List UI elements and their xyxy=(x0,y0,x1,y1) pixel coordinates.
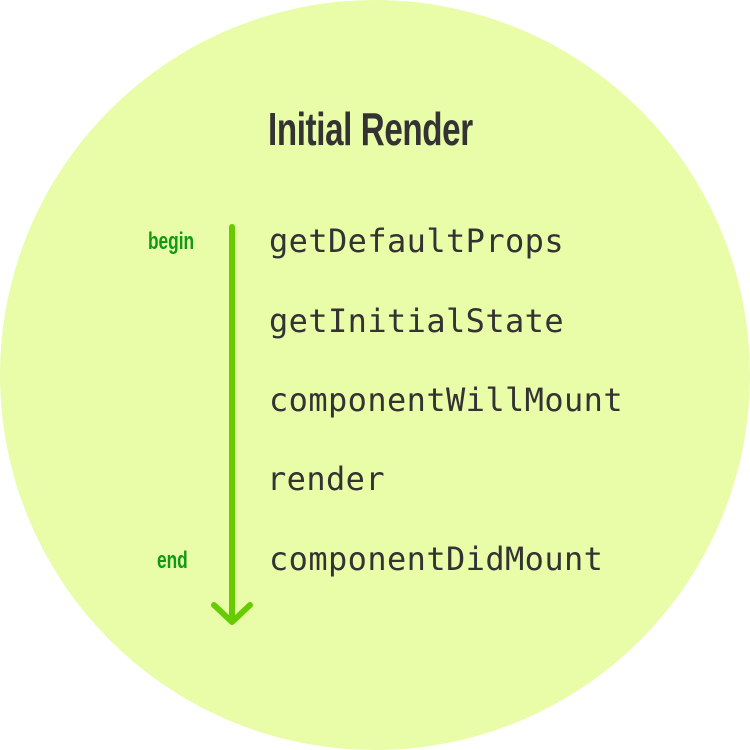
step-render: render xyxy=(267,460,385,498)
step-get-initial-state: getInitialState xyxy=(269,302,564,340)
arrow-head-icon xyxy=(211,602,253,625)
step-get-default-props: getDefaultProps xyxy=(269,222,564,260)
diagram-title: Initial Render xyxy=(268,103,473,155)
begin-label: begin xyxy=(148,228,195,255)
end-label: end xyxy=(157,547,188,574)
step-component-will-mount: componentWillMount xyxy=(269,381,623,419)
step-component-did-mount: componentDidMount xyxy=(269,540,604,578)
